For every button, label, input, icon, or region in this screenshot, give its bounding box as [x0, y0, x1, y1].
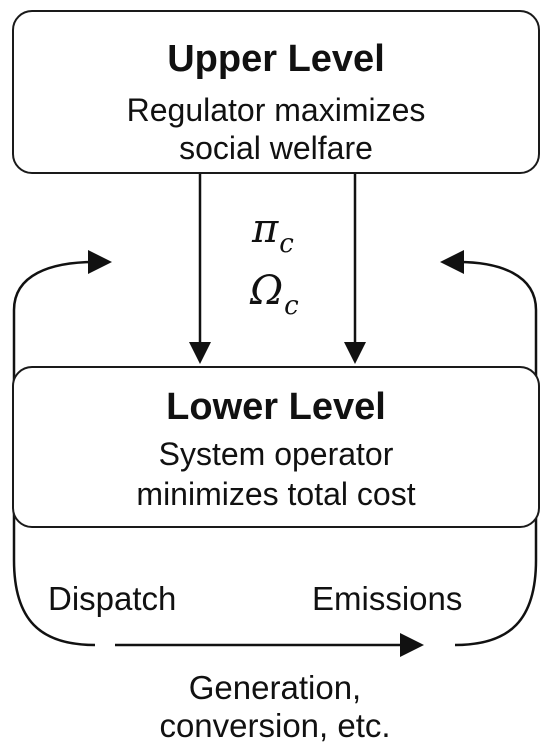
right-feedback-loop	[454, 260, 538, 647]
lower-level-line2: minimizes total cost	[136, 476, 416, 512]
omega-symbol: Ω	[250, 268, 284, 314]
left-feedback-arrowhead	[88, 250, 112, 274]
pi-subscript: c	[279, 229, 294, 259]
upper-level-line2: social welfare	[179, 130, 373, 166]
left-feedback-loop	[12, 260, 96, 647]
emissions-label: Emissions	[312, 580, 463, 617]
lower-level-line1: System operator	[158, 436, 394, 472]
omega-subscript: c	[284, 291, 299, 321]
caption-line1: Generation,	[188, 669, 362, 706]
lower-level-box: Lower Level System operator minimizes to…	[12, 366, 540, 528]
upper-level-box: Upper Level Regulator maximizes social w…	[12, 10, 540, 174]
arrowhead-down-left	[189, 342, 211, 364]
right-feedback-arrowhead	[440, 250, 464, 274]
pi-c-signal: πc	[252, 206, 294, 259]
caption-line2: conversion, etc.	[159, 707, 391, 744]
omega-c-signal: Ωc	[250, 268, 299, 321]
upper-level-title: Upper Level	[167, 38, 385, 80]
pi-symbol: π	[252, 206, 279, 252]
dispatch-to-emissions-arrowhead	[400, 633, 424, 657]
dispatch-label: Dispatch	[48, 580, 177, 617]
lower-level-title: Lower Level	[166, 386, 386, 428]
upper-level-line1: Regulator maximizes	[126, 92, 426, 128]
arrowhead-down-right	[344, 342, 366, 364]
